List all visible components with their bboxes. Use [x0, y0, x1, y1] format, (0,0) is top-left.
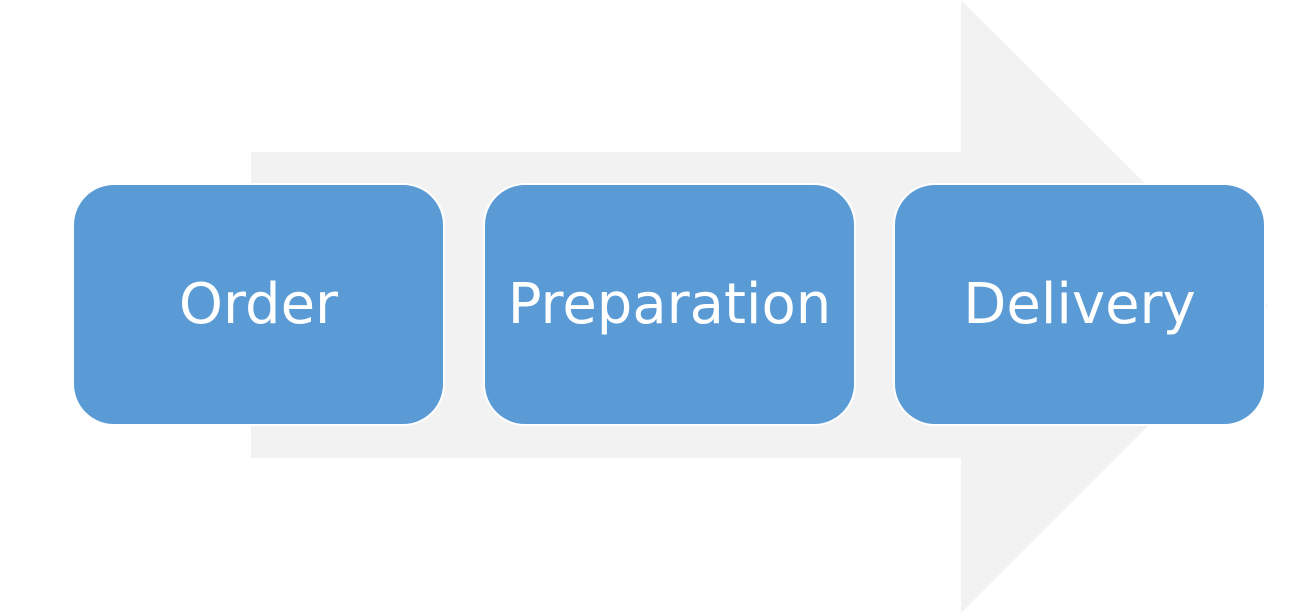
step-label-order: Order: [178, 271, 339, 337]
step-box-order: Order: [72, 183, 445, 426]
step-label-preparation: Preparation: [507, 271, 832, 337]
step-box-delivery: Delivery: [893, 183, 1266, 426]
step-label-delivery: Delivery: [963, 271, 1196, 337]
step-box-preparation: Preparation: [483, 183, 856, 426]
